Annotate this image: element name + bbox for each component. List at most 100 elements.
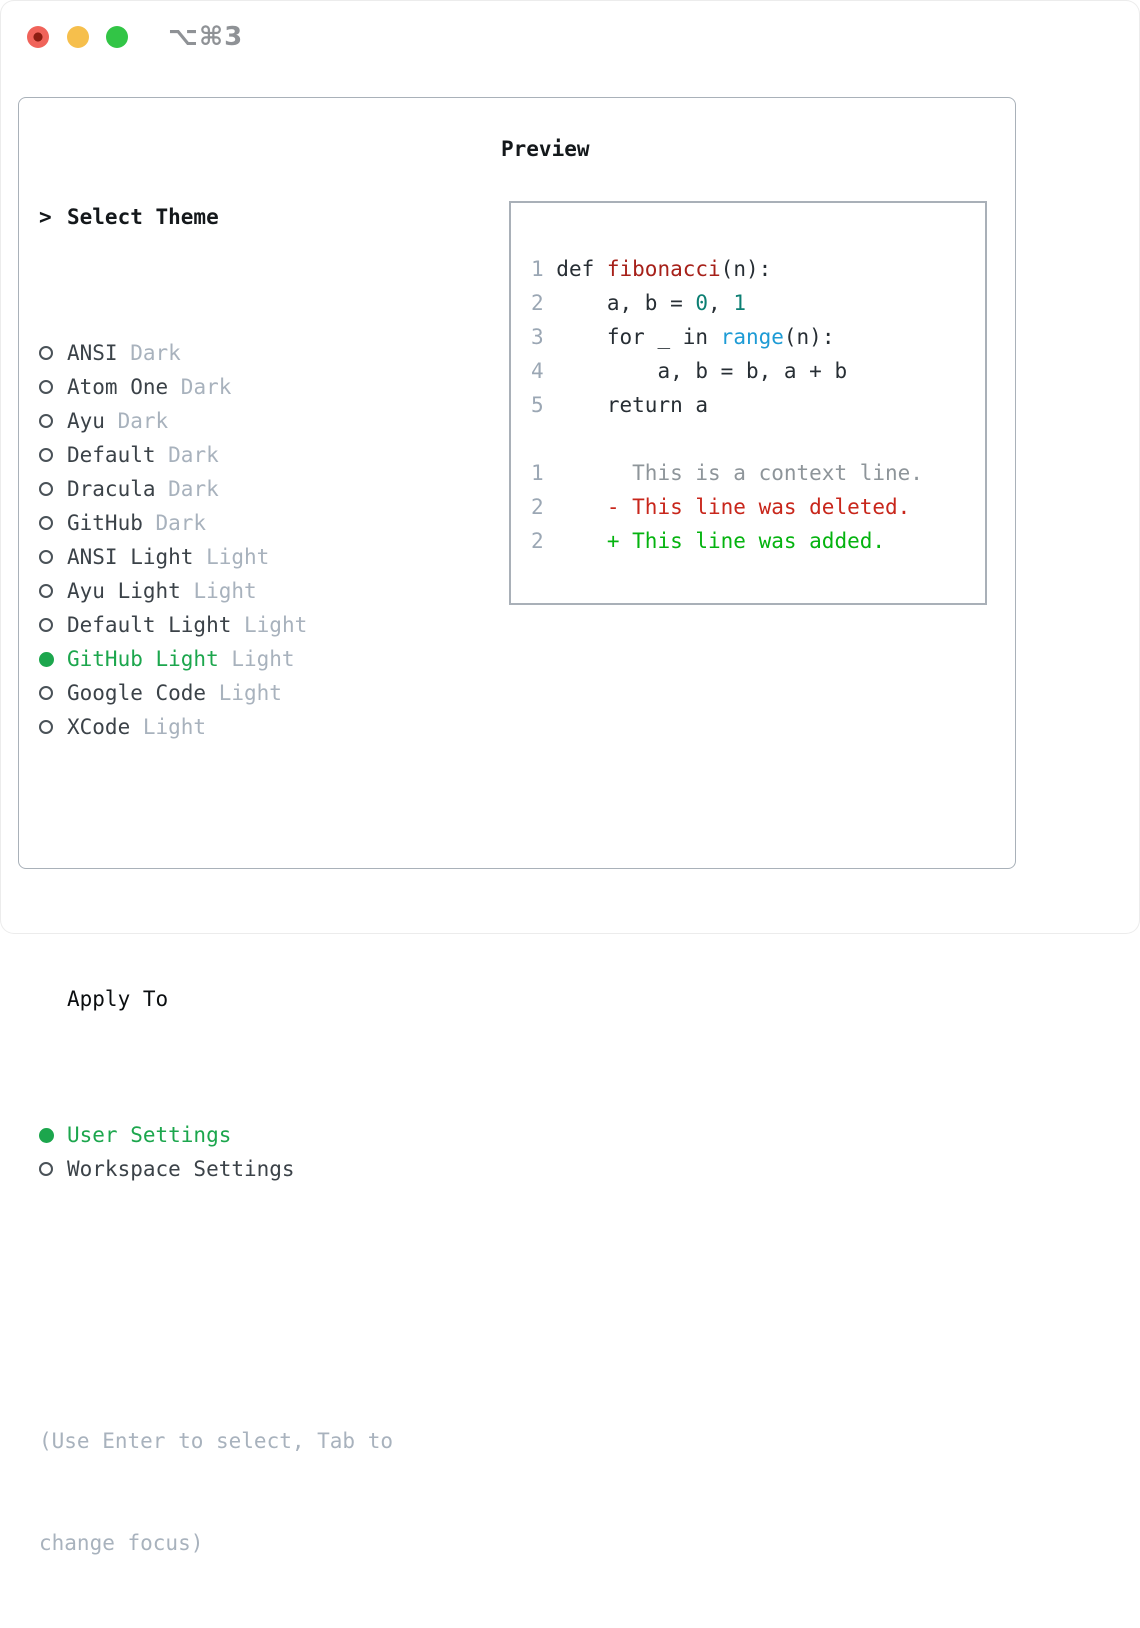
- option-label: Google Code: [67, 676, 206, 710]
- theme-option-xcode[interactable]: XCode Light: [39, 710, 393, 744]
- theme-option-github[interactable]: GitHub Dark: [39, 506, 393, 540]
- code-token: This is a context line.: [556, 461, 923, 485]
- close-window-icon[interactable]: [27, 26, 49, 48]
- apply-to-title: Apply To: [67, 982, 168, 1016]
- line-number: 3: [531, 325, 544, 349]
- option-label: Default Light: [67, 608, 231, 642]
- code-token: range: [721, 325, 784, 349]
- code-line: 3 for _ in range(n):: [531, 320, 923, 354]
- variant-label: Light: [231, 642, 294, 676]
- variant-label: Light: [206, 540, 269, 574]
- blank-line: [531, 422, 923, 456]
- window-titlebar: ⌥⌘3: [0, 0, 1140, 74]
- radio-selected-icon: [39, 652, 54, 667]
- variant-label: Dark: [181, 370, 232, 404]
- option-label: ANSI Light: [67, 540, 193, 574]
- code-line: 2 a, b = 0, 1: [531, 286, 923, 320]
- line-number: 5: [531, 393, 544, 417]
- line-number: 4: [531, 359, 544, 383]
- hint-line-1: (Use Enter to select, Tab to: [39, 1424, 393, 1458]
- code-token: ,: [708, 291, 733, 315]
- theme-option-default-light[interactable]: Default Light Light: [39, 608, 393, 642]
- line-number: 1: [531, 257, 544, 281]
- code-token: 1: [733, 291, 746, 315]
- code-token: 0: [695, 291, 708, 315]
- radio-unselected-icon: [39, 720, 53, 734]
- radio-unselected-icon: [39, 686, 53, 700]
- line-number: 2: [531, 529, 544, 553]
- theme-option-ayu-light[interactable]: Ayu Light Light: [39, 574, 393, 608]
- code-token: fibonacci: [607, 257, 721, 281]
- radio-unselected-icon: [39, 550, 53, 564]
- code-line: 2 - This line was deleted.: [531, 490, 923, 524]
- option-label: Atom One: [67, 370, 168, 404]
- select-theme-header: > Select Theme: [39, 200, 393, 234]
- variant-label: Dark: [168, 438, 219, 472]
- line-number: 1: [531, 461, 544, 485]
- code-token: + This line was added.: [556, 529, 885, 553]
- variant-label: Light: [244, 608, 307, 642]
- apply-option-workspace-settings[interactable]: Workspace Settings: [39, 1152, 393, 1186]
- line-number: 2: [531, 291, 544, 315]
- prompt-icon: >: [39, 200, 67, 234]
- option-label: ANSI: [67, 336, 118, 370]
- code-line: 5 return a: [531, 388, 923, 422]
- apply-to-header: Apply To: [39, 982, 393, 1016]
- code-token: (n):: [721, 257, 772, 281]
- variant-label: Light: [143, 710, 206, 744]
- option-label: Dracula: [67, 472, 156, 506]
- hint-line-2: change focus): [39, 1526, 393, 1560]
- variant-label: Light: [193, 574, 256, 608]
- radio-unselected-icon: [39, 1162, 53, 1176]
- radio-unselected-icon: [39, 584, 53, 598]
- theme-option-github-light[interactable]: GitHub Light Light: [39, 642, 393, 676]
- apply-option-user-settings[interactable]: User Settings: [39, 1118, 393, 1152]
- variant-label: Dark: [118, 404, 169, 438]
- code-token: for _ in: [556, 325, 720, 349]
- variant-label: Dark: [130, 336, 181, 370]
- theme-option-ansi-light[interactable]: ANSI Light Light: [39, 540, 393, 574]
- radio-unselected-icon: [39, 448, 53, 462]
- theme-option-dracula[interactable]: Dracula Dark: [39, 472, 393, 506]
- radio-unselected-icon: [39, 516, 53, 530]
- code-token: a, b =: [556, 291, 695, 315]
- theme-option-default[interactable]: Default Dark: [39, 438, 393, 472]
- code-line: 1 This is a context line.: [531, 456, 923, 490]
- spacer: [39, 846, 393, 880]
- zoom-window-icon[interactable]: [106, 26, 128, 48]
- variant-label: Dark: [168, 472, 219, 506]
- theme-option-ayu[interactable]: Ayu Dark: [39, 404, 393, 438]
- option-label: Ayu Light: [67, 574, 181, 608]
- code-line: 4 a, b = b, a + b: [531, 354, 923, 388]
- option-label: Ayu: [67, 404, 105, 438]
- radio-unselected-icon: [39, 380, 53, 394]
- window-hotkey-label: ⌥⌘3: [168, 22, 243, 52]
- minimize-window-icon[interactable]: [67, 26, 89, 48]
- option-label: GitHub Light: [67, 642, 219, 676]
- radio-unselected-icon: [39, 346, 53, 360]
- theme-option-atom-one[interactable]: Atom One Dark: [39, 370, 393, 404]
- radio-unselected-icon: [39, 618, 53, 632]
- code-token: - This line was deleted.: [556, 495, 910, 519]
- variant-label: Dark: [156, 506, 207, 540]
- option-label: GitHub: [67, 506, 143, 540]
- option-label: User Settings: [67, 1118, 231, 1152]
- option-label: XCode: [67, 710, 130, 744]
- theme-option-ansi[interactable]: ANSI Dark: [39, 336, 393, 370]
- code-token: (n):: [784, 325, 835, 349]
- option-label: Workspace Settings: [67, 1152, 295, 1186]
- code-line: 2 + This line was added.: [531, 524, 923, 558]
- spacer: [39, 1288, 393, 1322]
- option-label: Default: [67, 438, 156, 472]
- radio-unselected-icon: [39, 414, 53, 428]
- preview-title: Preview: [501, 132, 590, 166]
